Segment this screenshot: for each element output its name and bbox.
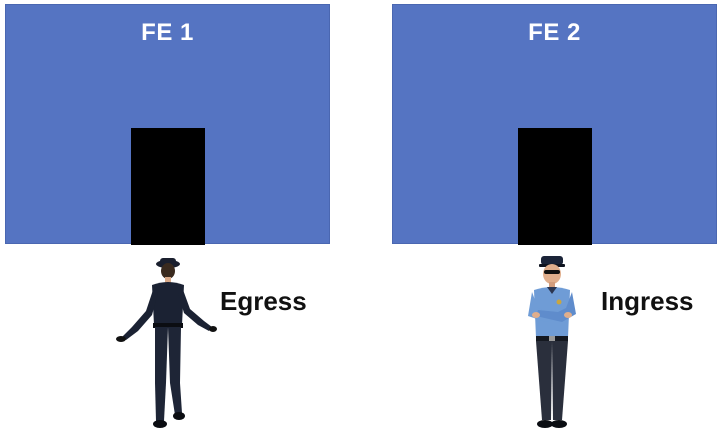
- facility-fe1-title: FE 1: [141, 19, 194, 46]
- ingress-label: Ingress: [601, 286, 694, 316]
- officer-ingress-figure: [528, 256, 576, 428]
- facility-fe1-door: [131, 128, 205, 245]
- egress-label: Egress: [220, 286, 307, 316]
- facility-fe2-panel: FE 2: [392, 4, 717, 245]
- facility-fe2-title: FE 2: [528, 19, 581, 46]
- facility-fe2-door: [518, 128, 592, 245]
- officer-egress-figure: [116, 258, 217, 428]
- facility-fe1-panel: FE 1: [5, 4, 330, 245]
